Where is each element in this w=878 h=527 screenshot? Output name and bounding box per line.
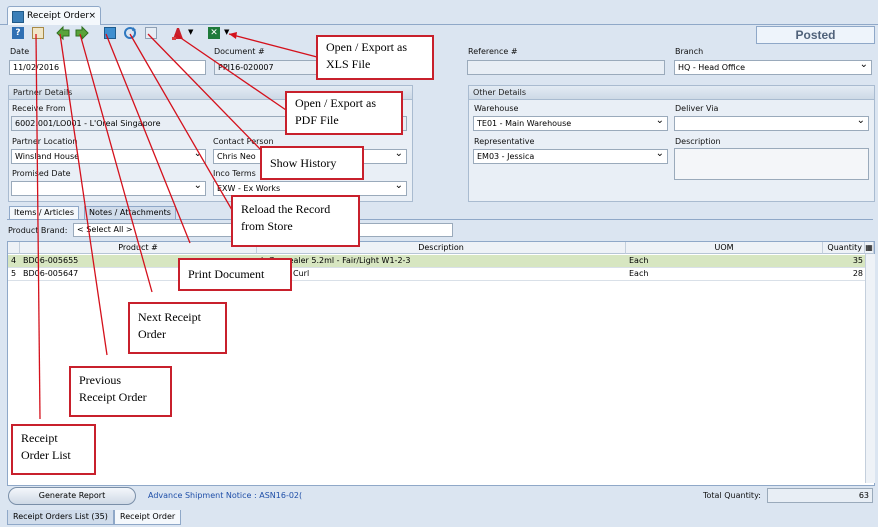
representative-label: Representative [474, 137, 535, 146]
tab-label: Receipt Order [27, 11, 90, 21]
reload-icon [124, 27, 136, 39]
promised-date-label: Promised Date [12, 169, 71, 178]
tab-items-articles[interactable]: Items / Articles [9, 206, 79, 219]
quantity-column-header[interactable]: Quantity [823, 242, 865, 254]
help-icon: ? [12, 27, 24, 39]
callout-pdf-line2: PDF File [295, 113, 339, 127]
description-cell[interactable]: h Concealer 5.2ml - Fair/Light W1-2-3 [261, 256, 411, 265]
quantity-cell[interactable]: 28 [852, 269, 863, 278]
xls-dropdown-arrow-icon[interactable]: ▼ [224, 28, 230, 36]
uom-column-header[interactable]: UOM [626, 242, 823, 254]
callout-reload-line2: from Store [241, 219, 293, 233]
description-label: Description [675, 137, 721, 146]
callout-next-line1: Next Receipt [138, 310, 201, 324]
quantity-cell[interactable]: 35 [852, 256, 863, 265]
previous-arrow [59, 33, 108, 356]
row-number: 4 [11, 256, 17, 265]
total-quantity-field: 63 [767, 488, 873, 503]
callout-list: Receipt Order List [11, 424, 96, 475]
tab-divider [7, 219, 873, 220]
callout-xls: Open / Export as XLS File [316, 35, 434, 80]
next-arrow [79, 33, 153, 293]
reference-field[interactable] [467, 60, 665, 75]
history-button[interactable] [143, 25, 159, 41]
contact-person-label: Contact Person [213, 137, 274, 146]
list-icon [32, 27, 44, 39]
inco-terms-label: Inco Terms [213, 169, 256, 178]
total-quantity-label: Total Quantity: [703, 491, 761, 500]
close-icon[interactable]: × [88, 11, 96, 21]
items-grid: Product # Description UOM Quantity ▦ 4 B… [7, 241, 875, 486]
callout-history: Show History [260, 146, 364, 180]
callout-previous: Previous Receipt Order [69, 366, 172, 417]
date-label: Date [10, 47, 30, 56]
other-details-title: Other Details [469, 86, 874, 100]
xls-arrowhead [229, 32, 237, 39]
callout-list-line1: Receipt [21, 431, 58, 445]
list-arrow [35, 33, 41, 420]
reload-button[interactable] [122, 25, 138, 41]
print-arrow [105, 33, 191, 244]
branch-select[interactable]: HQ - Head Office [674, 60, 872, 75]
pdf-icon [172, 28, 183, 40]
warehouse-label: Warehouse [474, 104, 519, 113]
reload-arrow [129, 33, 233, 211]
uom-cell[interactable]: Each [629, 269, 649, 278]
reference-label: Reference # [468, 47, 518, 56]
help-button[interactable]: ? [10, 25, 26, 41]
history-arrow [147, 33, 262, 151]
callout-next: Next Receipt Order [128, 302, 227, 354]
column-chooser-icon[interactable]: ▦ [865, 242, 874, 254]
representative-select[interactable]: EM03 - Jessica [473, 149, 668, 164]
receipt-order-list-button[interactable] [30, 25, 46, 41]
callout-print: Print Document [178, 258, 292, 291]
history-icon [145, 27, 157, 39]
product-cell[interactable]: BD06-005647 [23, 269, 79, 278]
xls-arrow [228, 33, 318, 58]
callout-previous-line2: Receipt Order [79, 390, 147, 404]
branch-label: Branch [675, 47, 704, 56]
callout-pdf-line1: Open / Export as [295, 96, 376, 110]
row-number: 5 [11, 269, 17, 278]
next-button[interactable] [74, 25, 90, 41]
tab-receipt-order-bottom[interactable]: Receipt Order [114, 510, 182, 525]
callout-previous-line1: Previous [79, 373, 121, 387]
deliver-via-select[interactable] [674, 116, 869, 131]
product-cell[interactable]: BD06-005655 [23, 256, 79, 265]
partner-location-label: Partner Location [12, 137, 78, 146]
callout-reload-line1: Reload the Record [241, 202, 331, 216]
product-column-header[interactable]: Product # [20, 242, 257, 254]
deliver-via-label: Deliver Via [675, 104, 719, 113]
pdf-button[interactable] [170, 25, 186, 41]
callout-list-line2: Order List [21, 448, 71, 462]
generate-report-button[interactable]: Generate Report [8, 487, 136, 505]
tab-receipt-orders-list[interactable]: Receipt Orders List (35) [7, 510, 114, 525]
asn-link[interactable]: Advance Shipment Notice : ASN16-02( [148, 491, 303, 500]
pdf-dropdown-arrow-icon[interactable]: ▼ [188, 28, 194, 36]
tab-strip [0, 0, 878, 25]
xls-button[interactable]: ✕ [206, 25, 222, 41]
callout-next-line2: Order [138, 327, 166, 341]
next-arrow-icon [75, 25, 89, 41]
receive-from-label: Receive From [12, 104, 66, 113]
callout-xls-line1: Open / Export as [326, 40, 407, 54]
xls-icon: ✕ [208, 27, 220, 39]
status-badge: Posted [756, 26, 875, 44]
document-icon [12, 11, 24, 23]
row-number-header [8, 242, 20, 254]
callout-pdf: Open / Export as PDF File [285, 91, 403, 135]
document-number-label: Document # [214, 47, 265, 56]
description-textarea[interactable] [674, 148, 869, 180]
uom-cell[interactable]: Each [629, 256, 649, 265]
grid-scrollbar[interactable] [865, 254, 875, 483]
warehouse-select[interactable]: TE01 - Main Warehouse [473, 116, 668, 131]
promised-date-select[interactable] [11, 181, 206, 196]
other-details-panel: Other Details [468, 85, 875, 202]
callout-xls-line2: XLS File [326, 57, 371, 71]
tab-receipt-order[interactable]: Receipt Order × [7, 6, 101, 25]
callout-reload: Reload the Record from Store [231, 195, 360, 247]
pdf-arrow [174, 33, 287, 111]
